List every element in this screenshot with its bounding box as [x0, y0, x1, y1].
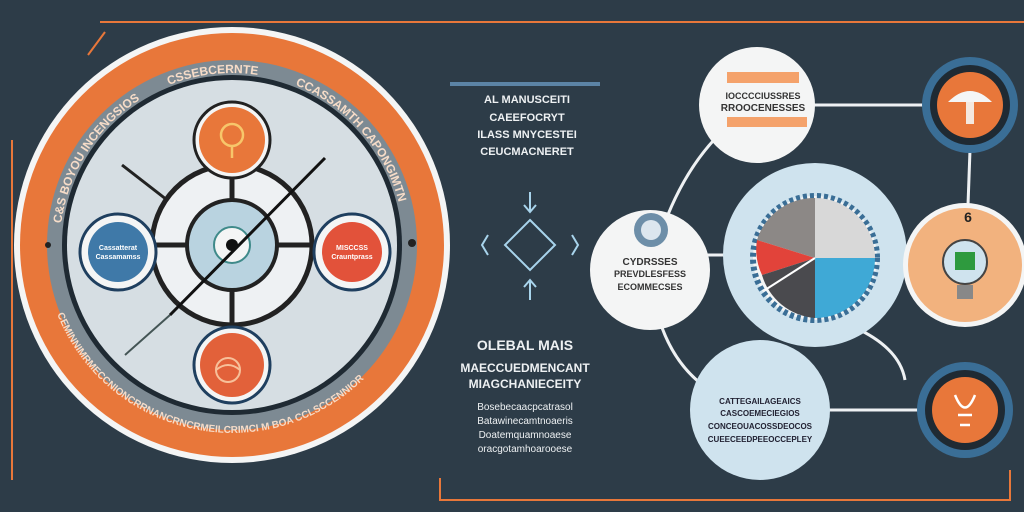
svg-text:CEUCMACNERET: CEUCMACNERET: [480, 146, 574, 158]
svg-text:MAECCUEDMENCANT: MAECCUEDMENCANT: [460, 361, 590, 375]
globe-icon: [215, 357, 241, 383]
wheel-diagram: Cassatterat Cassamamss MISCCSS Crauntpra…: [14, 27, 450, 463]
right-left-node[interactable]: CYDRSSES PREVDLESFESS ECOMMECSES: [590, 210, 710, 330]
right-top-node[interactable]: IOCCCCIUSSRES RROOCENESSES: [699, 47, 815, 163]
svg-text:RROOCENESSES: RROOCENESSES: [721, 103, 806, 114]
left-node[interactable]: Cassatterat Cassamamss: [78, 212, 158, 292]
lightbulb-icon[interactable]: 6: [903, 203, 1024, 327]
right-node[interactable]: MISCCSS Crauntprass: [312, 212, 392, 292]
svg-text:Bosebecaacpcatrasol: Bosebecaacpcatrasol: [477, 402, 573, 413]
lamp-icon[interactable]: [922, 57, 1018, 153]
right-node-line-2: Crauntprass: [331, 254, 372, 261]
svg-text:oracgotamhoarooese: oracgotamhoarooese: [478, 444, 573, 455]
svg-text:CASCOEMECIEGIOS: CASCOEMECIEGIOS: [720, 409, 800, 418]
svg-text:CUEECEEDPEEOCCEPLEY: CUEECEEDPEEOCCEPLEY: [708, 435, 813, 444]
block2-title: OLEBAL MAIS: [477, 337, 573, 353]
gauge: [723, 163, 907, 347]
svg-text:Batawinecamtnoaeris: Batawinecamtnoaeris: [477, 416, 573, 427]
bulb-icon[interactable]: [917, 362, 1013, 458]
svg-text:ECOMMECSES: ECOMMECSES: [617, 282, 682, 292]
svg-text:IOCCCCIUSSRES: IOCCCCIUSSRES: [725, 91, 800, 101]
svg-text:PREVDLESFESS: PREVDLESFESS: [614, 269, 686, 279]
right-bottom-node[interactable]: CATTEGAILAGEAICS CASCOEMECIEGIOS CONCEOU…: [690, 340, 830, 480]
svg-text:CAEEFOCRYT: CAEEFOCRYT: [489, 112, 565, 124]
bottom-node[interactable]: [192, 325, 272, 405]
top-node[interactable]: [192, 100, 272, 180]
svg-text:Doatemquamnoaese: Doatemquamnoaese: [479, 430, 572, 441]
svg-text:AL MANUSCEITI: AL MANUSCEITI: [484, 94, 570, 106]
left-node-line-1: Cassatterat: [99, 245, 138, 252]
svg-text:CONCEOUACOSSDEOCOS: CONCEOUACOSSDEOCOS: [708, 422, 813, 431]
svg-text:CATTEGAILAGEAICS: CATTEGAILAGEAICS: [719, 397, 801, 406]
right-node-line-1: MISCCSS: [336, 245, 368, 252]
center-arrows: [480, 192, 580, 300]
center-text-block-2: OLEBAL MAIS MAECCUEDMENCANT MIAGCHANIECE…: [460, 337, 590, 455]
lightbulb-icon: [219, 122, 245, 158]
frame-lines: [11, 21, 1024, 501]
center-text-block-1: AL MANUSCEITI CAEEFOCRYT ILASS MNYCESTEI…: [477, 94, 577, 158]
svg-text:MIAGCHANIECEITY: MIAGCHANIECEITY: [469, 377, 582, 391]
left-node-line-2: Cassamamss: [96, 254, 141, 261]
icon-number: 6: [964, 209, 972, 225]
svg-text:ILASS MNYCESTEI: ILASS MNYCESTEI: [477, 129, 577, 141]
svg-text:CYDRSSES: CYDRSSES: [622, 257, 677, 268]
